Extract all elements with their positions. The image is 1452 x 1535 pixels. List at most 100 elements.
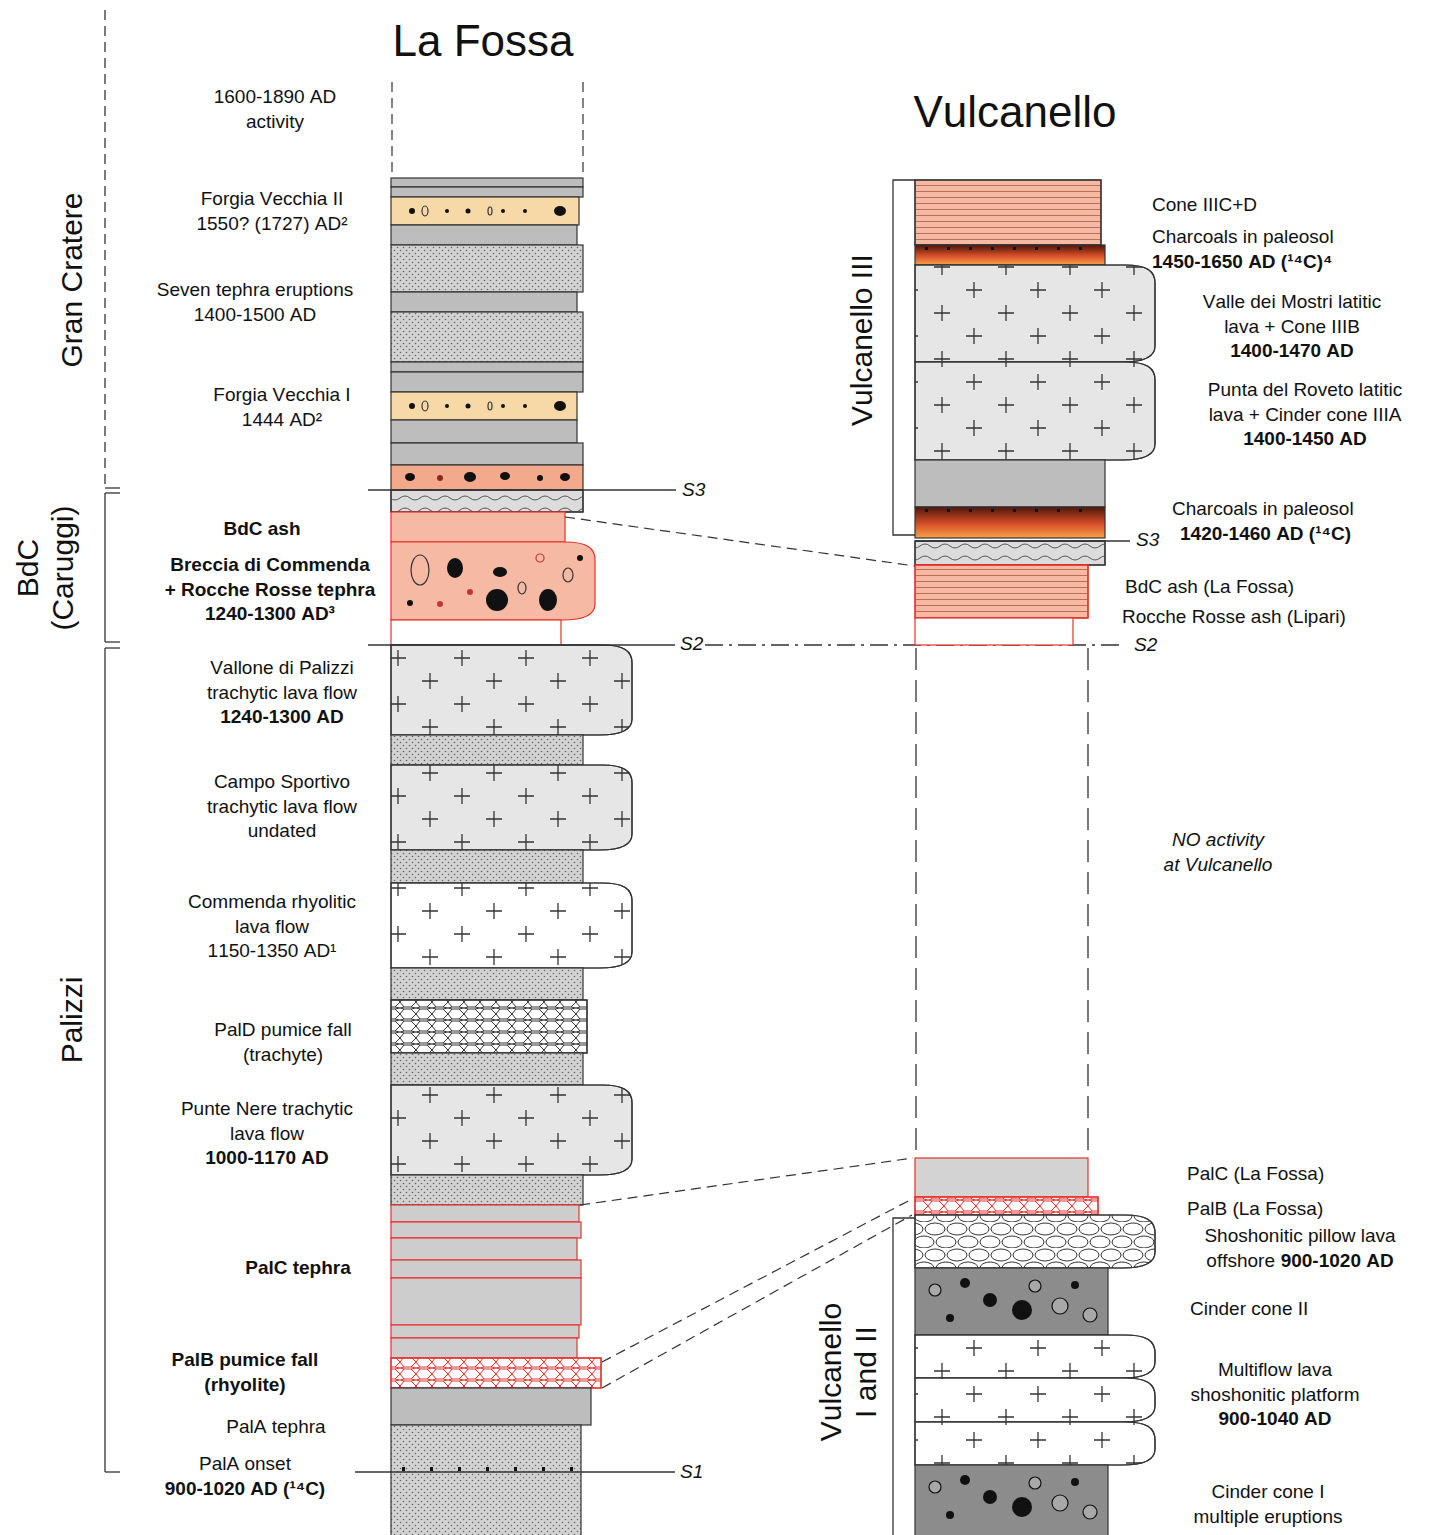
stratum-layer — [391, 1358, 601, 1388]
paleosol-mark — [991, 509, 994, 512]
layer-label: Forgia Vecchia II — [196, 187, 347, 212]
group-name: Gran Cratere — [55, 192, 90, 367]
stratum-layer — [915, 507, 1105, 538]
lava-texture — [391, 765, 632, 850]
clast-symbol — [486, 589, 508, 611]
layer-label: BdC ash (La Fossa) — [1125, 575, 1294, 600]
layer-label: 1000-1170 AD — [172, 1146, 362, 1171]
lava-flow — [391, 542, 595, 620]
layer-label: S2 — [1134, 633, 1157, 658]
column-gap-line — [915, 648, 916, 1156]
stratum-layer — [391, 1278, 581, 1325]
stratum-layer — [391, 187, 583, 197]
layer-label: PalD pumice fall (trachyte) — [188, 1018, 378, 1067]
stratum-layer — [391, 512, 565, 542]
lava-flow — [915, 1422, 1155, 1465]
stratum-layer — [391, 292, 577, 312]
clast-symbol — [445, 404, 449, 408]
label-group: Punta del Roveto latitic lava + Cinder c… — [1198, 378, 1413, 452]
label-group: PalC (La Fossa) — [1187, 1162, 1324, 1187]
paleosol-mark — [1057, 247, 1060, 250]
surface-line — [915, 540, 1130, 542]
paleosol-mark — [969, 247, 972, 250]
stratum-layer — [915, 1268, 1108, 1335]
clast-symbol — [467, 589, 473, 595]
stratum-layer — [391, 420, 577, 443]
layer-label: 1444 AD² — [213, 408, 350, 433]
clast-symbol — [409, 208, 415, 214]
stratum-layer — [915, 618, 1073, 645]
label-group: NO activity at Vulcanello — [1163, 828, 1274, 877]
layer-label: Punte Nere trachytic lava flow — [172, 1097, 362, 1146]
bracket-line — [104, 493, 105, 642]
stratum-layer — [391, 1238, 577, 1260]
layer-label: 1420-1460 AD (¹⁴C) — [1180, 522, 1351, 547]
stratum-layer — [915, 245, 1105, 265]
stratum-layer — [915, 541, 1105, 565]
layer-label: PalA tephra — [226, 1415, 325, 1440]
stratum-layer — [391, 197, 579, 225]
layer-label: 1550? (1727) AD² — [196, 212, 347, 237]
clast-symbol — [447, 558, 463, 578]
lava-flow — [391, 1085, 632, 1175]
lava-flow — [915, 1215, 1155, 1268]
layer-label: Cinder cone II — [1190, 1297, 1308, 1322]
label-group: Breccia di Commenda + Rocche Rosse tephr… — [164, 553, 377, 627]
lava-flow — [391, 645, 632, 735]
layer-label: Valle dei Mostri latitic lava + Cone III… — [1192, 290, 1392, 339]
clast-symbol — [409, 403, 415, 409]
clast-symbol — [1052, 1495, 1068, 1511]
layer-label: Punta del Roveto latitic lava + Cinder c… — [1198, 378, 1413, 427]
clast-symbol — [1052, 1298, 1068, 1314]
label-group: S1 — [680, 1460, 703, 1485]
stratum-layer — [391, 245, 583, 292]
layer-label: BdC ash — [223, 517, 300, 542]
bracket-line — [893, 180, 915, 535]
label-group: La Fossa — [393, 12, 574, 69]
surface-line — [368, 644, 675, 646]
layer-label: Rocche Rosse ash (Lipari) — [1122, 605, 1346, 630]
surface-mark — [402, 1467, 405, 1471]
layer-label: PalC (La Fossa) — [1187, 1162, 1324, 1187]
clast-symbol — [554, 401, 566, 411]
clast-symbol — [422, 206, 428, 216]
layer-label: Breccia di Commenda + Rocche Rosse tephr… — [164, 553, 377, 602]
stratum-layer — [391, 968, 583, 1000]
label-group: S3 — [1136, 528, 1159, 553]
column-gap-line — [1087, 648, 1088, 1156]
stratum-layer — [391, 1000, 587, 1053]
clast-symbol — [466, 209, 471, 214]
group-name: Palizzi — [55, 977, 90, 1064]
clast-symbol — [488, 207, 492, 215]
layer-label: Cone IIIC+D — [1152, 193, 1257, 218]
stratum-layer — [391, 1205, 579, 1222]
layer-label: Cinder cone I multiple eruptions — [1186, 1480, 1351, 1529]
layer-label: Forgia Vecchia I — [213, 383, 350, 408]
layer-label: S1 — [680, 1460, 703, 1485]
label-group: S3 — [682, 478, 705, 503]
surface-mark — [514, 1467, 517, 1471]
paleosol-mark — [1035, 509, 1038, 512]
clast-symbol — [577, 555, 583, 561]
surface-mark — [430, 1467, 433, 1471]
paleosol-mark — [991, 247, 994, 250]
layer-label: 900-1020 AD — [1281, 1250, 1394, 1271]
bracket-line — [105, 487, 120, 488]
stratum-texture — [915, 1197, 1098, 1215]
clast-symbol — [501, 209, 505, 213]
label-group: Valle dei Mostri latitic lava + Cone III… — [1192, 290, 1392, 364]
label-group: PalD pumice fall (trachyte) — [188, 1018, 378, 1067]
clast-symbol — [1029, 1280, 1041, 1292]
clast-symbol — [1029, 1477, 1041, 1489]
paleosol-mark — [947, 247, 950, 250]
label-group: Cone IIIC+D — [1152, 193, 1257, 218]
clast-symbol — [466, 404, 471, 409]
label-group: PalB pumice fall (rhyolite) — [145, 1348, 345, 1397]
layer-label: PalC tephra — [245, 1256, 351, 1281]
clast-symbol — [501, 404, 505, 408]
lava-texture — [915, 1378, 1155, 1422]
lava-flow — [915, 362, 1155, 460]
stratum-layer — [391, 1222, 581, 1238]
correlation-line — [565, 517, 915, 566]
stratum-texture — [391, 1358, 601, 1388]
